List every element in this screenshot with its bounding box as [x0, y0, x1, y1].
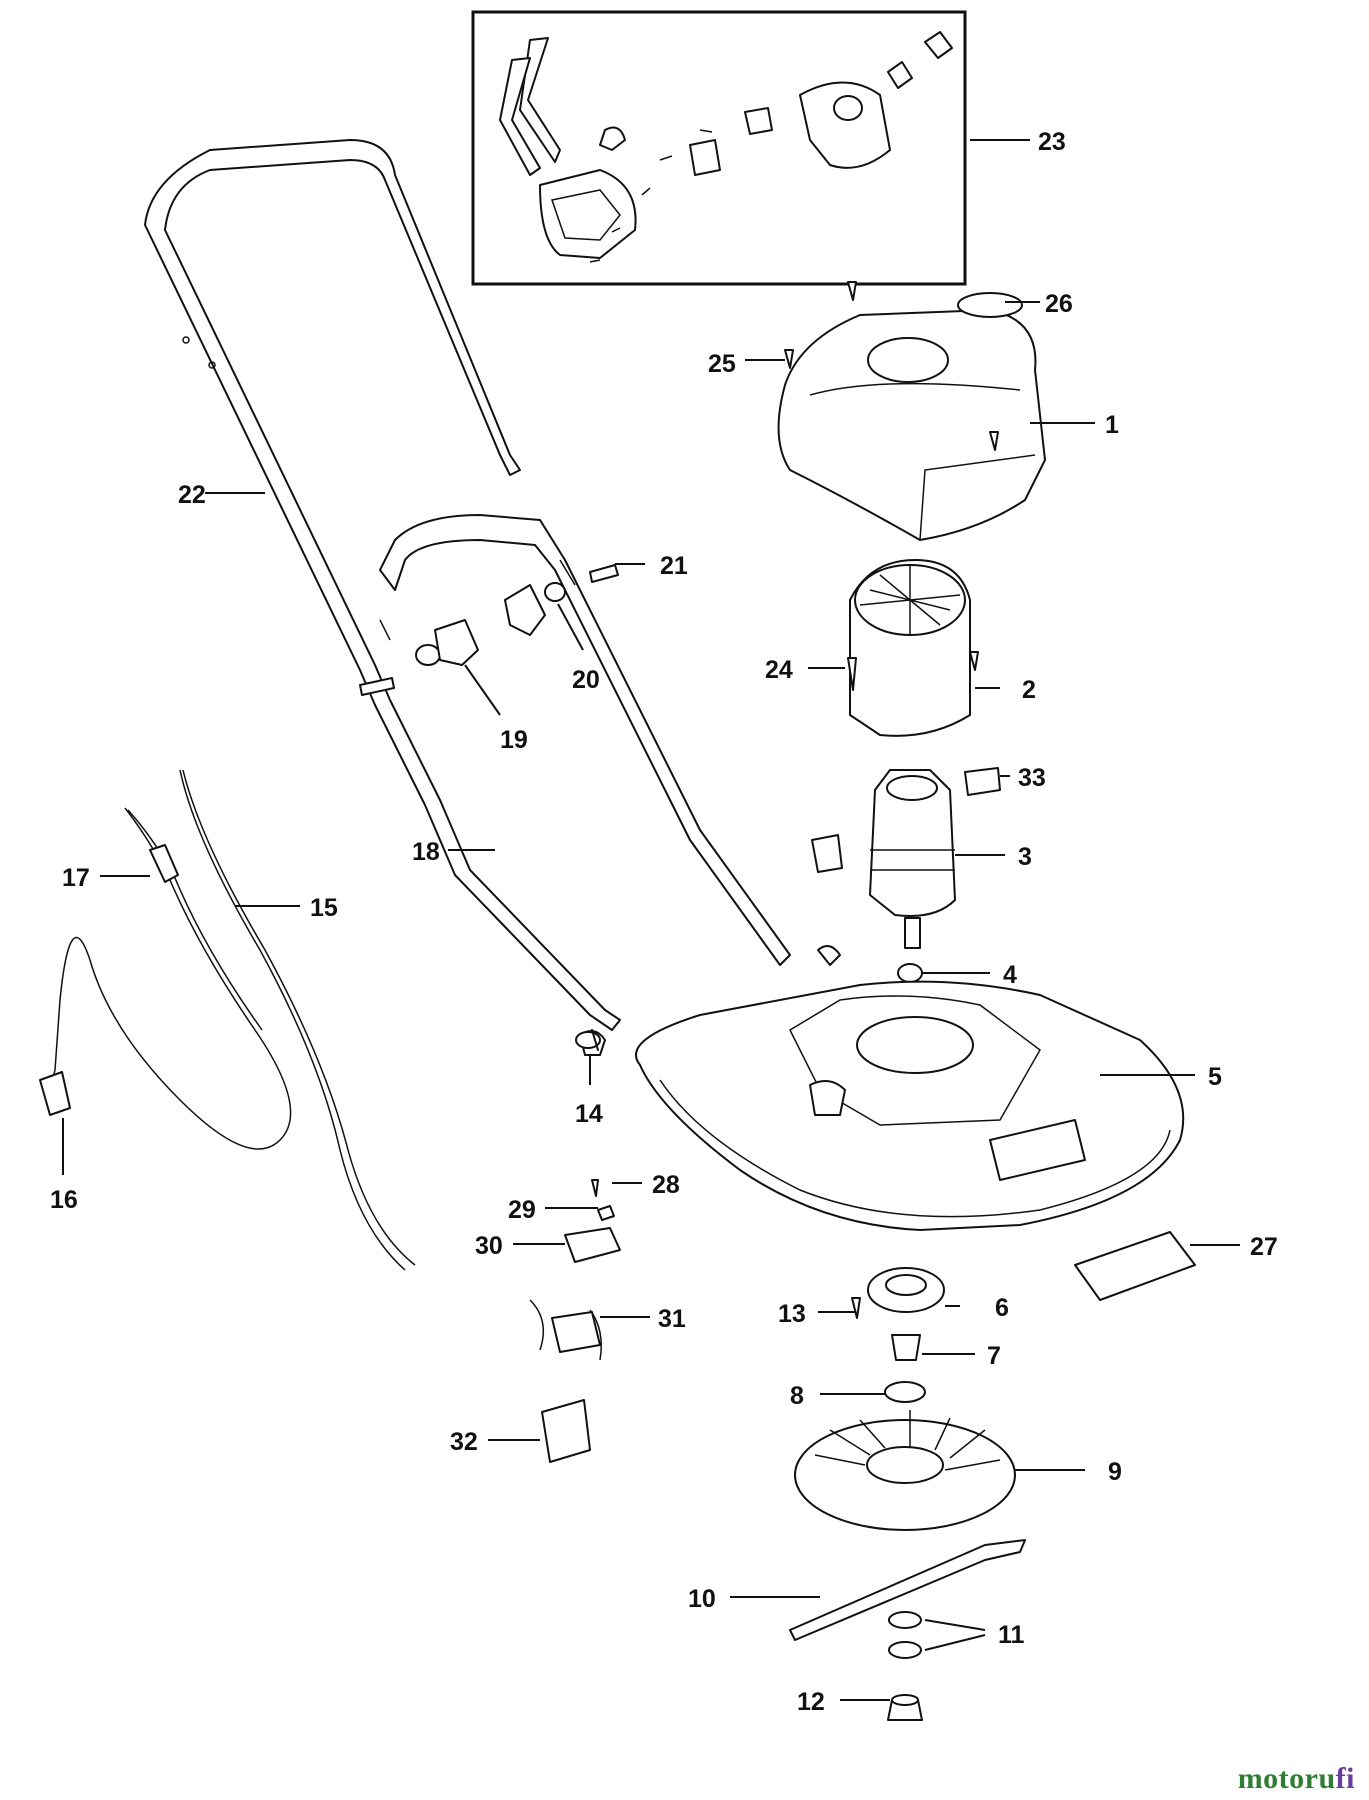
- callout-29: 29: [508, 1196, 536, 1224]
- fan-housing: [847, 559, 979, 737]
- spacer: [897, 963, 923, 983]
- motor-cover: [777, 281, 1046, 541]
- callout-25: 25: [708, 350, 736, 378]
- callout-23: 23: [1038, 128, 1066, 156]
- callout-33: 33: [1018, 764, 1046, 792]
- watermark: motorufi: [1238, 1762, 1355, 1796]
- callout-11: 11: [998, 1621, 1025, 1649]
- impeller: [794, 1410, 1016, 1531]
- small-parts: [529, 1029, 621, 1463]
- deck-label: [1074, 1231, 1196, 1301]
- callout-18: 18: [412, 838, 440, 866]
- blade: [789, 1539, 1026, 1641]
- callout-2: 2: [1022, 676, 1036, 704]
- callout-21: 21: [660, 552, 688, 580]
- callout-8: 8: [790, 1382, 804, 1410]
- callout-6: 6: [995, 1294, 1009, 1322]
- callout-32: 32: [450, 1428, 478, 1456]
- callout-16: 16: [50, 1186, 78, 1214]
- handle-knobs: [415, 582, 566, 666]
- callout-3: 3: [1018, 843, 1032, 871]
- label-disc: [957, 292, 1023, 318]
- callout-27: 27: [1250, 1233, 1278, 1261]
- callout-15: 15: [310, 894, 338, 922]
- callout-26: 26: [1045, 290, 1073, 318]
- callout-9: 9: [1108, 1458, 1122, 1486]
- callout-24: 24: [765, 656, 793, 684]
- blade-hardware: [887, 1611, 923, 1721]
- callout-4: 4: [1003, 961, 1017, 989]
- callout-17: 17: [62, 864, 90, 892]
- callout-14: 14: [575, 1100, 603, 1128]
- power-cable: [39, 769, 416, 1271]
- callout-1: 1: [1105, 411, 1119, 439]
- callout-30: 30: [475, 1232, 503, 1260]
- callout-22: 22: [178, 481, 206, 509]
- callout-31: 31: [658, 1305, 686, 1333]
- callout-5: 5: [1208, 1063, 1222, 1091]
- watermark-text-2: fi: [1335, 1762, 1355, 1795]
- watermark-text-1: motoru: [1237, 1762, 1336, 1795]
- callout-10: 10: [688, 1585, 716, 1613]
- callout-12: 12: [797, 1688, 825, 1716]
- leader-lines: [62, 139, 1240, 1701]
- callout-19: 19: [500, 726, 528, 754]
- switch-assembly-inset: [471, 10, 967, 286]
- callout-28: 28: [652, 1171, 680, 1199]
- callout-13: 13: [778, 1300, 806, 1328]
- callout-labels: 23 26 25 1 22 21 20 19 24 2 33 3 18 17 1…: [50, 128, 1278, 1716]
- mower-deck: [635, 980, 1185, 1231]
- motor: [811, 767, 1001, 966]
- callout-7: 7: [987, 1342, 1001, 1370]
- blade-drive: [851, 1267, 945, 1403]
- callout-20: 20: [572, 666, 600, 694]
